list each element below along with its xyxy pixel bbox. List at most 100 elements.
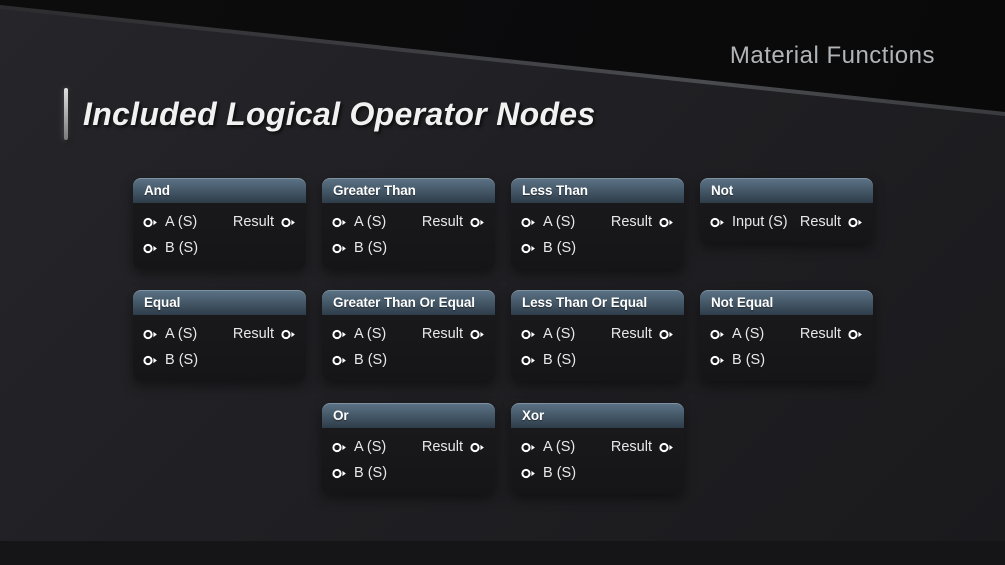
node-body: A (S) Result B (S) <box>511 428 684 494</box>
data-pin-icon <box>332 243 346 253</box>
input-pin-label: A (S) <box>165 326 198 342</box>
title-accent-bar <box>64 88 68 140</box>
node-title: Not <box>711 183 734 198</box>
input-pin-label: B (S) <box>543 352 577 368</box>
data-pin-icon <box>281 329 295 339</box>
node-card: Greater Than Or Equal A (S) Result B (S) <box>322 290 495 381</box>
node-body: A (S) Result B (S) <box>322 203 495 269</box>
output-pin: Result <box>422 214 485 230</box>
node-body: Input (S) Result <box>700 203 873 243</box>
input-pin-label: B (S) <box>543 465 577 481</box>
output-pin-label: Result <box>421 439 463 455</box>
pin-row: B (S) <box>332 235 485 261</box>
input-pin: B (S) <box>521 352 576 368</box>
node-header: Equal <box>133 290 306 315</box>
data-pin-icon <box>710 355 724 365</box>
brand-text: Material Functions <box>729 42 935 69</box>
pin-row: A (S) Result <box>521 321 674 347</box>
input-pin-label: B (S) <box>165 240 199 256</box>
input-pin: A (S) <box>521 439 575 455</box>
node-title: Greater Than <box>333 183 416 198</box>
output-pin: Result <box>611 326 674 342</box>
node-title: Xor <box>522 408 545 423</box>
input-pin: A (S) <box>332 214 386 230</box>
input-pin-label: A (S) <box>543 326 576 342</box>
input-pin-label: B (S) <box>354 465 388 481</box>
node-body: A (S) Result B (S) <box>322 428 495 494</box>
node-header: Or <box>322 403 495 428</box>
input-pin-label: A (S) <box>543 214 576 230</box>
node-body: A (S) Result B (S) <box>511 315 684 381</box>
input-pin-label: B (S) <box>543 240 577 256</box>
pin-row: B (S) <box>332 347 485 373</box>
input-pin-label: A (S) <box>543 439 576 455</box>
node-title: Less Than Or Equal <box>522 295 647 310</box>
output-pin: Result <box>611 439 674 455</box>
node-header: Less Than Or Equal <box>511 290 684 315</box>
node-title: Greater Than Or Equal <box>333 295 475 310</box>
input-pin: B (S) <box>710 352 765 368</box>
input-pin: A (S) <box>521 214 575 230</box>
node-card: Xor A (S) Result B (S) <box>511 403 684 494</box>
input-pin-label: A (S) <box>165 214 198 230</box>
input-pin-label: A (S) <box>732 326 765 342</box>
input-pin: A (S) <box>332 439 386 455</box>
output-pin-label: Result <box>421 214 463 230</box>
data-pin-icon <box>143 217 157 227</box>
input-pin: B (S) <box>143 240 198 256</box>
input-pin-label: A (S) <box>354 326 387 342</box>
pin-row: A (S) Result <box>521 434 674 460</box>
data-pin-icon <box>143 329 157 339</box>
pin-row: A (S) Result <box>143 209 296 235</box>
data-pin-icon <box>332 217 346 227</box>
data-pin-icon <box>332 468 346 478</box>
data-pin-icon <box>470 442 484 452</box>
node-title: Or <box>333 408 349 423</box>
output-pin: Result <box>233 214 296 230</box>
input-pin: B (S) <box>332 240 387 256</box>
pin-row: B (S) <box>521 235 674 261</box>
input-pin: B (S) <box>521 465 576 481</box>
data-pin-icon <box>521 355 535 365</box>
input-pin: A (S) <box>143 214 197 230</box>
data-pin-icon <box>659 329 673 339</box>
output-pin-label: Result <box>232 214 274 230</box>
pin-row: A (S) Result <box>332 321 485 347</box>
data-pin-icon <box>710 217 724 227</box>
node-header: Greater Than Or Equal <box>322 290 495 315</box>
input-pin-label: B (S) <box>354 352 388 368</box>
data-pin-icon <box>281 217 295 227</box>
pin-row: A (S) Result <box>710 321 863 347</box>
output-pin: Result <box>422 326 485 342</box>
pin-row: B (S) <box>521 347 674 373</box>
data-pin-icon <box>332 355 346 365</box>
input-pin: B (S) <box>332 352 387 368</box>
pin-row: Input (S) Result <box>710 209 863 235</box>
data-pin-icon <box>710 329 724 339</box>
node-header: And <box>133 178 306 203</box>
node-card: Less Than A (S) Result B (S) <box>511 178 684 269</box>
node-title: And <box>144 183 170 198</box>
pin-row: B (S) <box>521 460 674 486</box>
node-card: Or A (S) Result B (S) <box>322 403 495 494</box>
data-pin-icon <box>470 217 484 227</box>
data-pin-icon <box>470 329 484 339</box>
output-pin-label: Result <box>610 326 652 342</box>
input-pin-label: Input (S) <box>732 214 788 230</box>
node-card: Equal A (S) Result B (S) <box>133 290 306 381</box>
pin-row: A (S) Result <box>332 209 485 235</box>
input-pin-label: B (S) <box>165 352 199 368</box>
data-pin-icon <box>332 442 346 452</box>
pin-row: B (S) <box>710 347 863 373</box>
input-pin: A (S) <box>521 326 575 342</box>
data-pin-icon <box>143 355 157 365</box>
node-header: Less Than <box>511 178 684 203</box>
input-pin: B (S) <box>521 240 576 256</box>
input-pin: B (S) <box>143 352 198 368</box>
data-pin-icon <box>143 243 157 253</box>
data-pin-icon <box>659 442 673 452</box>
node-title: Less Than <box>522 183 588 198</box>
bottom-band <box>0 541 1005 565</box>
node-header: Greater Than <box>322 178 495 203</box>
